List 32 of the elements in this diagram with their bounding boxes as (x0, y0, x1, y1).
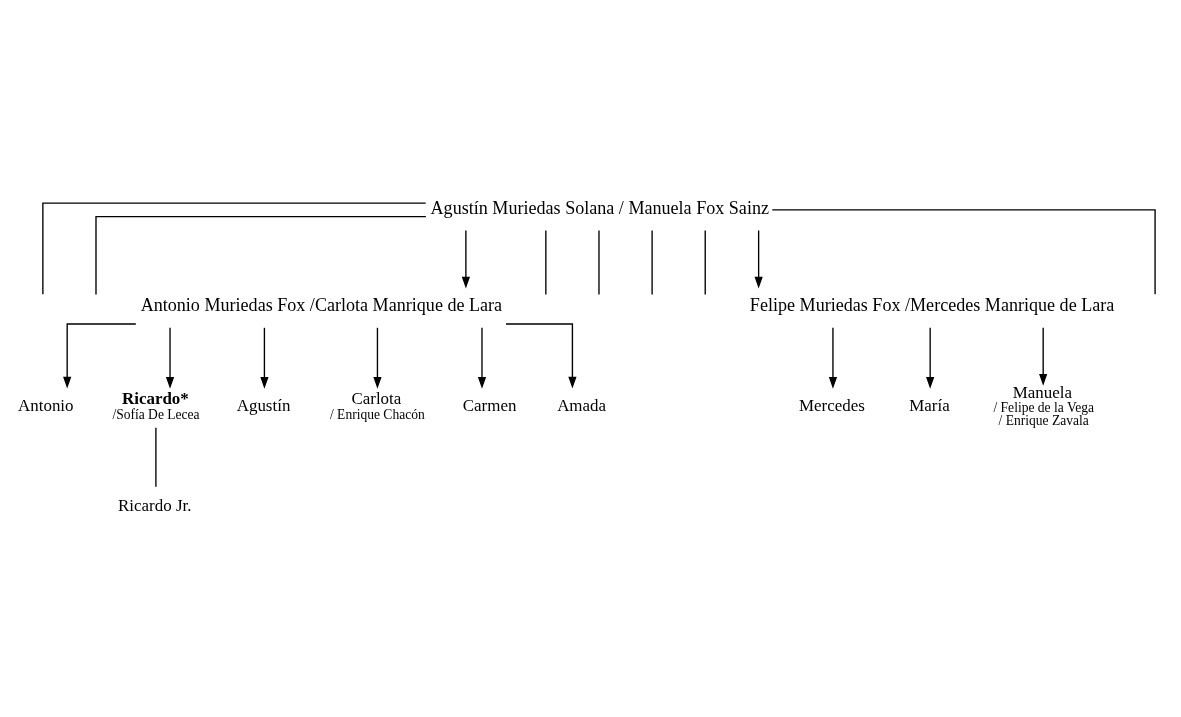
connector (545, 229, 547, 296)
arrow (260, 327, 269, 389)
arrow (373, 327, 382, 389)
arrow (477, 327, 487, 389)
arrow (754, 229, 763, 289)
arrow (63, 323, 137, 389)
arrow (1039, 327, 1048, 386)
node-text: Carlota / Enrique Chacón (329, 389, 425, 422)
node-text: Agustín Muriedas Solana / Manuela Fox Sainz (430, 198, 769, 219)
arrow (505, 323, 577, 389)
node-text: Ricardo* /Sofía De Lecea (112, 389, 200, 422)
arrow (461, 229, 470, 289)
connector (771, 209, 1156, 296)
connector (42, 202, 427, 295)
connector (155, 427, 157, 488)
connector (95, 215, 427, 296)
node-text: Amada (557, 396, 607, 416)
arrow (828, 327, 838, 389)
node-text: Felipe Muriedas Fox /Mercedes Manrique de Lara (749, 295, 1115, 316)
node-text: Antonio (18, 396, 74, 416)
node-text: María (909, 396, 950, 416)
node-text: Agustín (236, 396, 291, 416)
node-text: Antonio Muriedas Fox /Carlota Manrique de Lara (140, 295, 503, 316)
connector (598, 229, 600, 296)
node-text: Mercedes (799, 396, 865, 416)
node-text: Ricardo Jr. (118, 496, 192, 516)
connector (651, 229, 653, 296)
arrow (926, 327, 935, 389)
node-text: Manuela / Felipe de la Vega / Enrique Zavala (993, 382, 1095, 429)
connector (704, 229, 706, 296)
node-text: Carmen (462, 396, 517, 416)
arrow (165, 327, 175, 389)
